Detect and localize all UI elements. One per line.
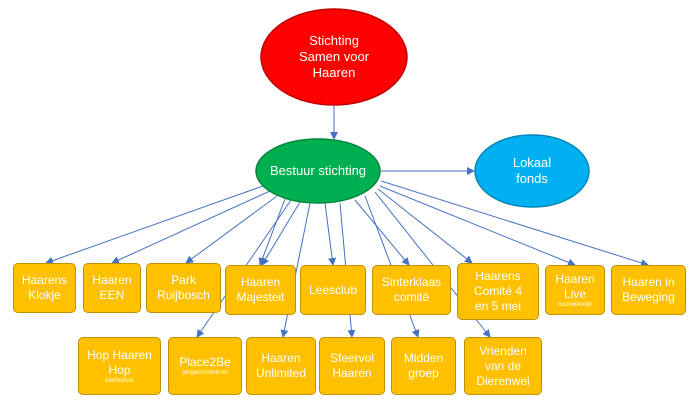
box-leesclub: Leesclub (300, 265, 366, 315)
box-park-ruijbosch: Park Ruijbosch (146, 263, 221, 313)
connector-arrow (111, 190, 271, 264)
box-label: Leesclub (308, 282, 358, 297)
fund-node-label: Lokaal fonds (512, 155, 552, 186)
box-haarens-klokje: Haarens Klokje (13, 263, 76, 313)
fund-node-shape (474, 134, 590, 208)
box-haaren-een: Haaren EEN (83, 263, 141, 313)
connector-arrow (185, 195, 278, 264)
box-label: Haarens Klokje (21, 273, 68, 302)
box-vrienden-dierenwei: Vrienden van de Dierenwei (464, 337, 542, 395)
box-midden-groep: Midden groep (391, 337, 456, 395)
connector-arrow (377, 188, 473, 264)
box-label: Hop Haaren Hop (87, 347, 152, 377)
board-node-label: Bestuur stichting (269, 163, 367, 178)
box-sublabel: muziekfestijn (557, 301, 593, 308)
box-label: Haaren EEN (92, 273, 132, 302)
box-label: Haaren Unlimited (255, 351, 306, 380)
box-label: Midden groep (403, 351, 444, 380)
box-label: Haaren Live (555, 271, 595, 301)
connector-arrow (324, 202, 337, 266)
connector-arrow (380, 180, 649, 267)
root-node-shape (260, 8, 408, 106)
root-node-label: Stichting Samen voor Haaren (298, 33, 370, 80)
box-sfeervol-haaren: Sfeervol Haaren (319, 337, 385, 395)
box-label: Sfeervol Haaren (329, 351, 375, 380)
connector-arrow (354, 199, 410, 266)
connector-arrow (261, 201, 301, 266)
connector-arrow (379, 185, 576, 267)
connector-arrow (45, 185, 264, 265)
box-sublabel: bierfestival (105, 377, 134, 384)
box-haaren-unlimited: Haaren Unlimited (246, 337, 316, 395)
box-label: Park Ruijbosch (157, 273, 210, 302)
box-sinterklaas-comite: Sinterklaas comité (372, 265, 451, 315)
box-label: Sinterklaas comité (381, 275, 442, 304)
box-sublabel: jongerencentrum (182, 370, 228, 376)
box-label: Haarens Comité 4 en 5 mei (473, 269, 523, 313)
connector-arrow (258, 198, 286, 266)
box-label: Vrienden van de Dierenwei (476, 343, 530, 388)
box-label: Haaren Majesteit (236, 275, 285, 304)
box-haaren-majesteit: Haaren Majesteit (225, 265, 296, 315)
box-haarens-comite: Haarens Comité 4 en 5 mei (457, 263, 539, 320)
box-label: Place2Be (179, 355, 231, 369)
box-haaren-in-beweging: Haaren in Beweging (611, 265, 686, 315)
board-node-shape (255, 138, 381, 204)
box-label: Haaren in Beweging (622, 275, 675, 304)
